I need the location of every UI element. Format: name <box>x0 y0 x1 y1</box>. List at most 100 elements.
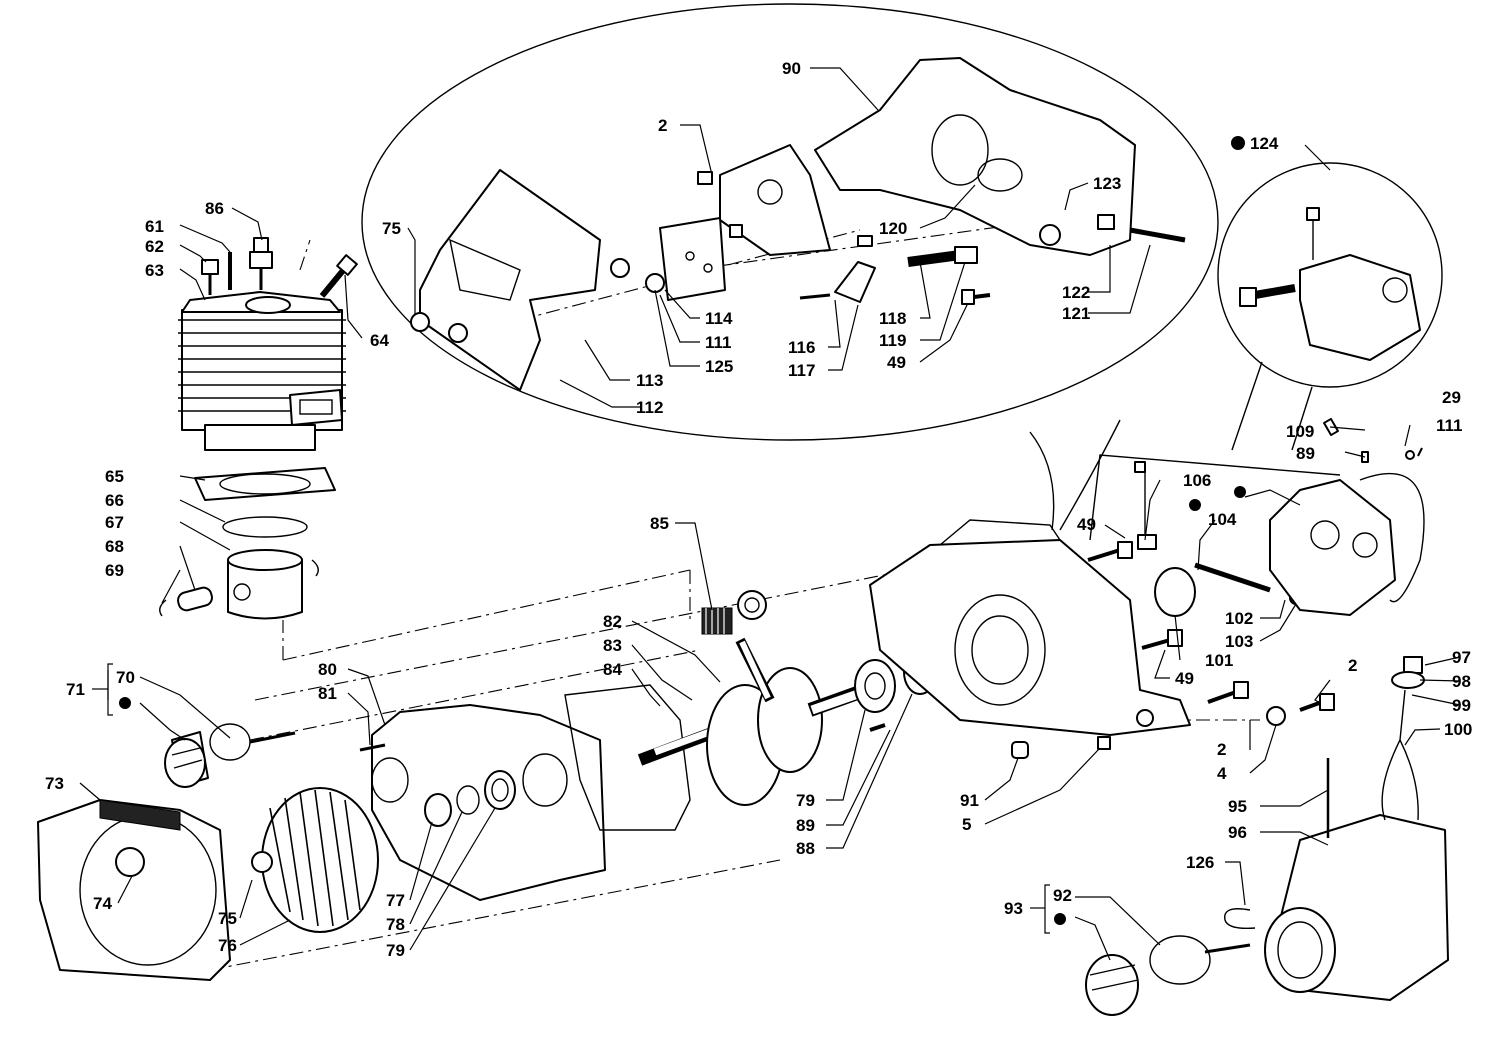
flywheel <box>251 787 379 933</box>
callout-77: 77 <box>386 891 405 910</box>
crankcase-gasket <box>564 684 691 831</box>
callout-65: 65 <box>105 467 124 486</box>
callout-111a: 111 <box>705 333 732 352</box>
oil-cap-assembly <box>164 723 296 788</box>
chain-guard-plate <box>410 169 601 391</box>
bullet-93 <box>1054 913 1066 925</box>
cylinder-gasket <box>194 467 336 501</box>
callout-68: 68 <box>105 537 124 556</box>
callout-114: 114 <box>705 309 733 328</box>
detail-ellipse <box>361 3 1219 531</box>
bullet-pump <box>1234 486 1246 498</box>
callout-102: 102 <box>1225 609 1253 628</box>
callout-80: 80 <box>318 660 337 679</box>
callout-83: 83 <box>603 636 622 655</box>
callout-116: 116 <box>788 338 815 357</box>
callout-100: 100 <box>1444 720 1472 739</box>
callout-49b: 49 <box>1175 669 1194 688</box>
callout-97: 97 <box>1452 648 1471 667</box>
engine-housing-upper <box>814 57 1186 256</box>
cylinder-assembly <box>178 291 346 451</box>
spark-plug <box>319 254 358 298</box>
decompression-valve <box>249 237 273 290</box>
bracket-93 <box>1030 884 1050 934</box>
callout-117: 117 <box>788 361 815 380</box>
callout-64: 64 <box>370 331 389 350</box>
callout-89a: 89 <box>796 816 815 835</box>
callout-95: 95 <box>1228 797 1247 816</box>
callout-49a: 49 <box>1077 515 1096 534</box>
leader-lines <box>79 67 1461 961</box>
callout-4: 4 <box>1217 764 1227 783</box>
callout-82: 82 <box>603 612 622 631</box>
callout-123: 123 <box>1093 174 1121 193</box>
callout-122: 122 <box>1062 283 1090 302</box>
fan-housing <box>37 799 231 981</box>
callout-111b: 111 <box>1436 416 1463 435</box>
guide-plate <box>610 217 726 301</box>
bullet-106 <box>1189 499 1201 511</box>
pump-body <box>1269 472 1425 616</box>
callout-96: 96 <box>1228 823 1247 842</box>
callout-81: 81 <box>318 684 337 703</box>
callout-109: 109 <box>1286 422 1314 441</box>
callout-124: 124 <box>1250 134 1279 153</box>
callout-93: 93 <box>1004 899 1023 918</box>
bullet-124 <box>1231 136 1245 150</box>
piston-pin <box>177 586 213 612</box>
callout-69: 69 <box>105 561 124 580</box>
callout-66: 66 <box>105 491 124 510</box>
crankshaft <box>637 590 863 806</box>
callout-90: 90 <box>782 59 801 78</box>
callout-118: 118 <box>879 309 906 328</box>
callout-99: 99 <box>1452 696 1471 715</box>
piston <box>227 549 303 620</box>
callout-86: 86 <box>205 199 224 218</box>
callout-121: 121 <box>1062 304 1090 323</box>
detail-124-parts <box>1239 207 1421 361</box>
chain-tensioner <box>799 235 991 305</box>
callout-126: 126 <box>1186 853 1214 872</box>
clip-126 <box>1224 908 1256 930</box>
bullet-markers <box>119 136 1246 925</box>
callout-67: 67 <box>105 513 124 532</box>
callout-119: 119 <box>879 331 906 350</box>
oil-hose <box>1381 656 1425 821</box>
detail-circle-124 <box>1217 162 1443 451</box>
piston-ring <box>222 516 308 538</box>
bearing-79 <box>484 770 516 810</box>
callout-71: 71 <box>66 680 85 699</box>
oil-tank <box>1264 814 1449 1001</box>
callout-98: 98 <box>1452 672 1471 691</box>
callout-75b: 75 <box>218 909 237 928</box>
callout-79b: 79 <box>796 791 815 810</box>
callout-91: 91 <box>960 791 979 810</box>
callout-84: 84 <box>603 660 622 679</box>
callout-85: 85 <box>650 514 669 533</box>
callout-76: 76 <box>218 936 237 955</box>
callout-103: 103 <box>1225 632 1253 651</box>
callout-75a: 75 <box>382 219 401 238</box>
callout-101: 101 <box>1205 651 1233 670</box>
callout-49c: 49 <box>887 353 906 372</box>
seal-77 <box>424 793 452 827</box>
oil-cap-lower <box>1085 935 1251 1016</box>
callout-112: 112 <box>636 398 663 417</box>
screws-lower <box>1011 541 1335 759</box>
callout-120: 120 <box>879 219 907 238</box>
main-crankcase <box>869 519 1191 736</box>
cylinder-screw <box>201 259 219 295</box>
callout-labels: 86 61 62 63 64 65 66 67 68 69 70 71 73 7… <box>45 59 1472 960</box>
callout-74: 74 <box>93 894 112 913</box>
callout-78: 78 <box>386 915 405 934</box>
callout-73: 73 <box>45 774 64 793</box>
callout-29: 29 <box>1442 388 1461 407</box>
callout-88: 88 <box>796 839 815 858</box>
bullet-71 <box>119 697 131 709</box>
callout-79a: 79 <box>386 941 405 960</box>
callout-5: 5 <box>962 815 971 834</box>
callout-2c: 2 <box>1217 740 1226 759</box>
callout-61: 61 <box>145 217 164 236</box>
bracket-71 <box>92 663 113 716</box>
callout-125: 125 <box>705 357 733 376</box>
